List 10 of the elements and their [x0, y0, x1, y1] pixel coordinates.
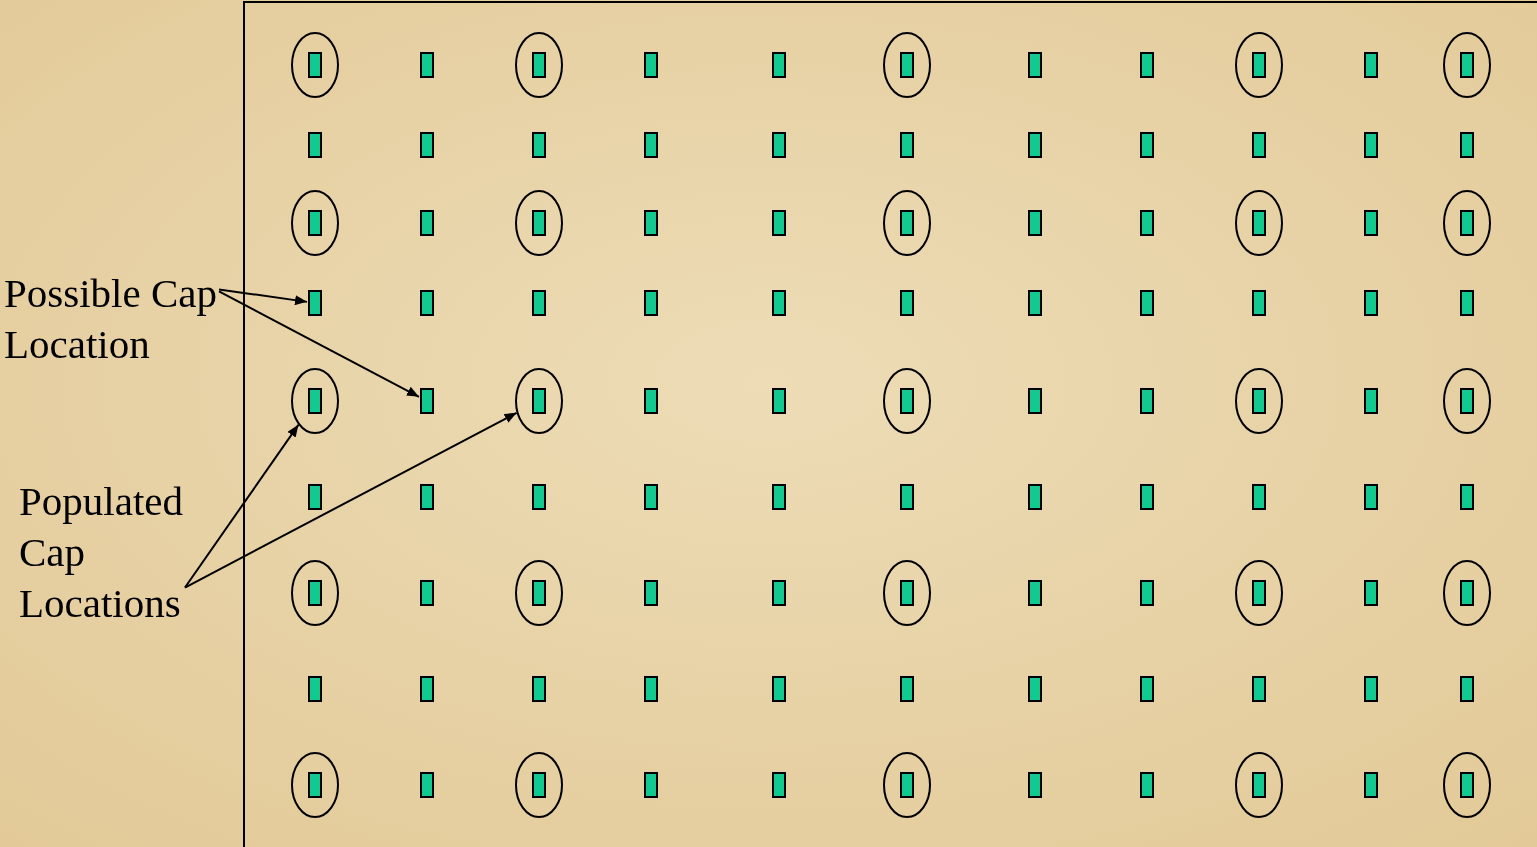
- capacitor-pad: [308, 290, 322, 316]
- leader-line: [218, 288, 308, 306]
- leader-line: [184, 411, 518, 589]
- leader-line: [218, 290, 420, 398]
- populated-capacitor: [291, 368, 339, 434]
- callout-text: Populated Cap Locations: [19, 476, 199, 629]
- populated-capacitor: [515, 368, 563, 434]
- callout-text: Possible Cap Location: [4, 268, 239, 370]
- leader-line: [184, 423, 300, 589]
- capacitor-pad: [420, 388, 434, 414]
